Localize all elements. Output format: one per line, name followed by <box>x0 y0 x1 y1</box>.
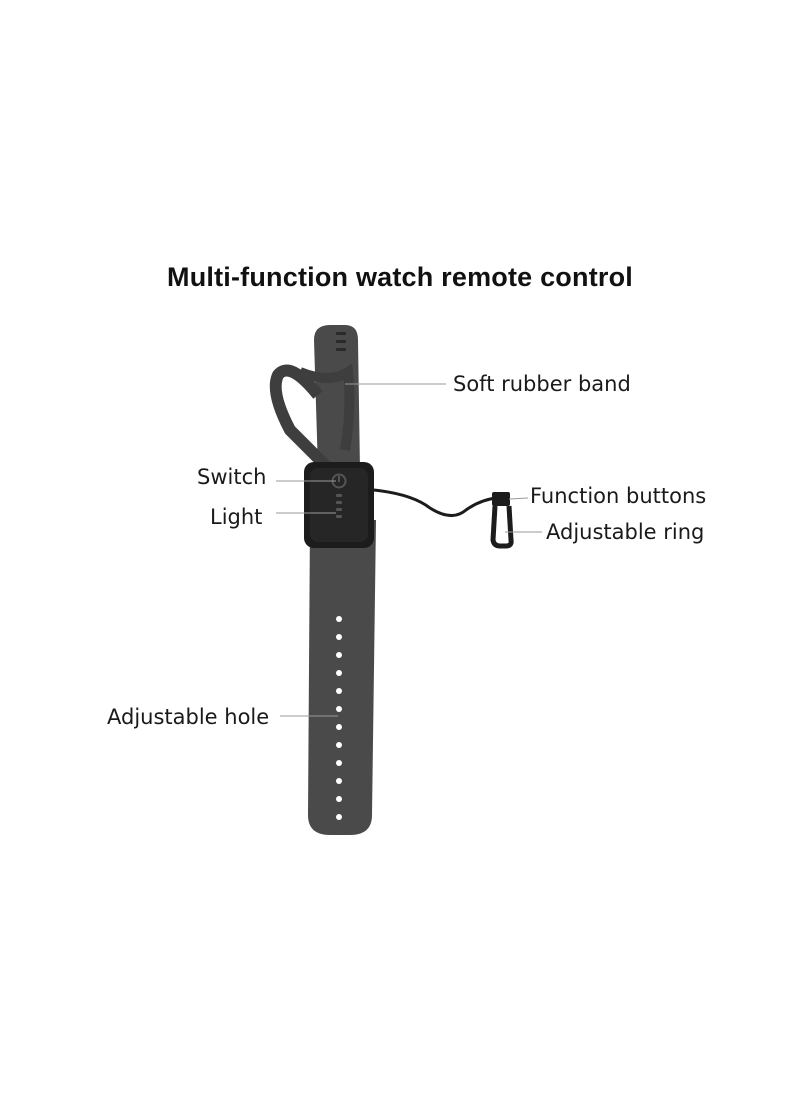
adjustable-ring-label: Adjustable ring <box>546 520 705 544</box>
connection-cable <box>373 488 497 517</box>
lower-band-strap <box>308 520 376 835</box>
page-title: Multi-function watch remote control <box>167 262 633 292</box>
upper-band-slots <box>336 332 346 351</box>
light-indicators <box>336 494 342 518</box>
leader-lines <box>276 383 542 717</box>
adjustable-ring <box>490 505 514 549</box>
soft-rubber-band-label: Soft rubber band <box>453 372 631 396</box>
function-buttons-label: Function buttons <box>530 484 707 508</box>
switch-label: Switch <box>197 465 267 489</box>
adjustable-hole-label: Adjustable hole <box>107 705 270 729</box>
control-module-face <box>310 468 368 542</box>
function-button-unit <box>492 492 510 506</box>
soft-rubber-loop <box>269 364 335 475</box>
adjustable-holes <box>336 616 342 820</box>
soft-rubber-loop-inner <box>298 363 355 451</box>
light-label: Light <box>210 505 263 529</box>
